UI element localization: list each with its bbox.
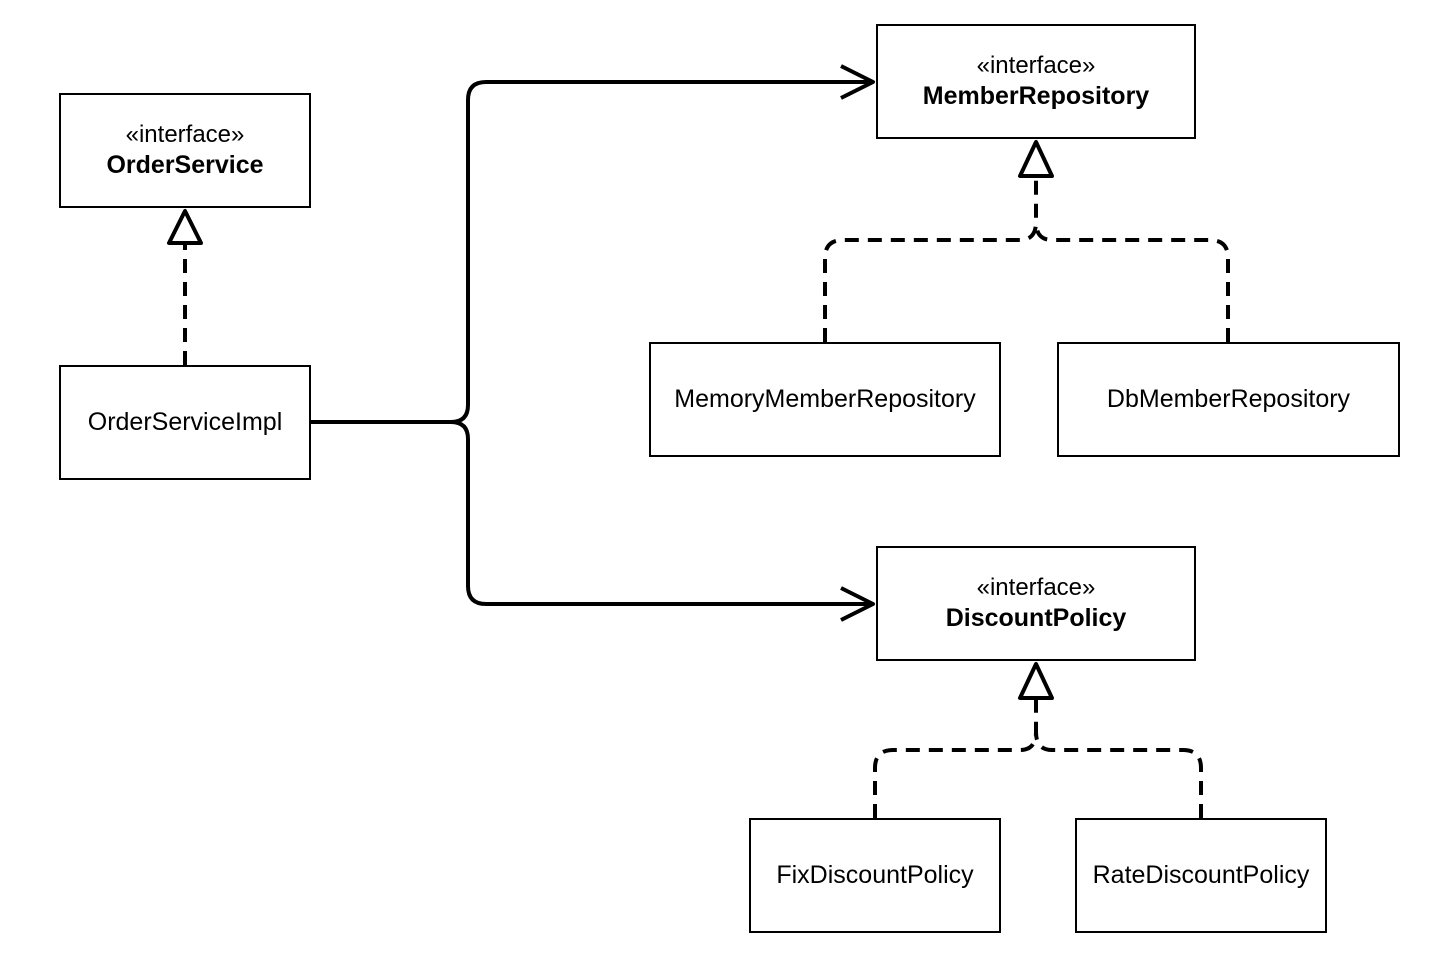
- memory-member-repository-class-box[interactable]: MemoryMemberRepository: [649, 342, 1001, 457]
- stereotype-label: «interface»: [976, 573, 1096, 601]
- stereotype-label: «interface»: [976, 51, 1096, 79]
- realization-line-memory-member-repository: [823, 178, 1038, 342]
- realization-arrowhead-order-service: [167, 209, 203, 245]
- class-name-label: DiscountPolicy: [945, 603, 1127, 632]
- realization-line-rate-discount-policy: [1034, 731, 1203, 818]
- realization-line-fix-discount-policy: [873, 700, 1038, 818]
- dependency-arrowhead-member-repository: [840, 64, 875, 100]
- class-name-label: DbMemberRepository: [1106, 384, 1351, 413]
- class-name-label: MemoryMemberRepository: [674, 384, 976, 413]
- class-name-label: RateDiscountPolicy: [1092, 860, 1310, 889]
- order-service-interface-box[interactable]: «interface» OrderService: [59, 93, 311, 208]
- class-name-label: OrderService: [106, 150, 264, 179]
- order-service-impl-class-box[interactable]: OrderServiceImpl: [59, 365, 311, 480]
- dependency-arrowhead-discount-policy: [840, 586, 875, 622]
- class-name-label: MemberRepository: [922, 81, 1150, 110]
- rate-discount-policy-class-box[interactable]: RateDiscountPolicy: [1075, 818, 1327, 933]
- realization-arrowhead-discount-policy: [1018, 662, 1054, 700]
- class-name-label: FixDiscountPolicy: [776, 860, 974, 889]
- dependency-line-discount-policy: [450, 420, 873, 606]
- class-name-label: OrderServiceImpl: [87, 407, 283, 436]
- realization-arrowhead-member-repository: [1018, 140, 1054, 178]
- member-repository-interface-box[interactable]: «interface» MemberRepository: [876, 24, 1196, 139]
- stereotype-label: «interface»: [125, 120, 245, 148]
- realization-line-db-member-repository: [1034, 221, 1230, 342]
- discount-policy-interface-box[interactable]: «interface» DiscountPolicy: [876, 546, 1196, 661]
- db-member-repository-class-box[interactable]: DbMemberRepository: [1057, 342, 1400, 457]
- fix-discount-policy-class-box[interactable]: FixDiscountPolicy: [749, 818, 1001, 933]
